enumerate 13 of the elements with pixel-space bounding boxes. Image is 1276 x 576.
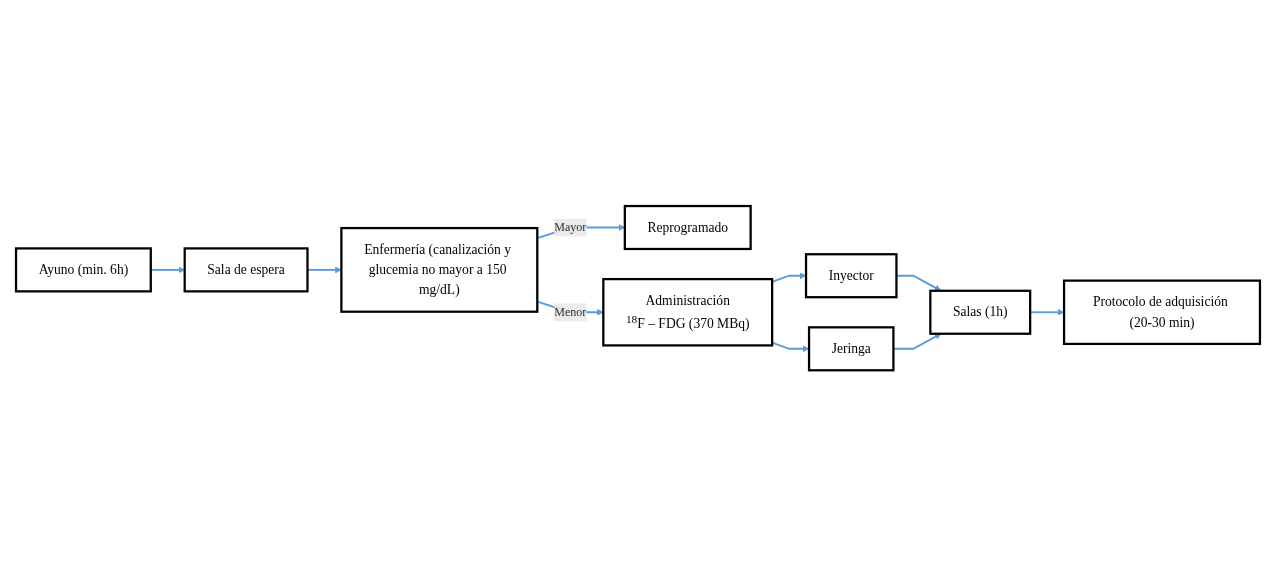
node-box: Jeringa — [807, 326, 895, 372]
edge-label: Mayor — [554, 220, 587, 234]
edge-label: Menor — [554, 305, 587, 319]
node-box: Reprogramado — [623, 204, 752, 250]
arrow — [771, 272, 807, 283]
arrow — [771, 341, 810, 352]
node-box: Inyector — [804, 252, 898, 299]
node-box: Ayuno (min. 6h) — [14, 247, 152, 293]
node-box: Administración $^{18}$F – FDG (370 MBq) — [602, 277, 774, 347]
node-box: Sala de espera — [183, 247, 309, 293]
node-box: Protocolo de adquisición (20-30 min) — [1062, 279, 1262, 345]
node-box: Salas (1h) — [929, 289, 1032, 335]
node-box: Enfermería (canalización y glucemia no mayor a 150 mg/dL) — [340, 226, 539, 313]
